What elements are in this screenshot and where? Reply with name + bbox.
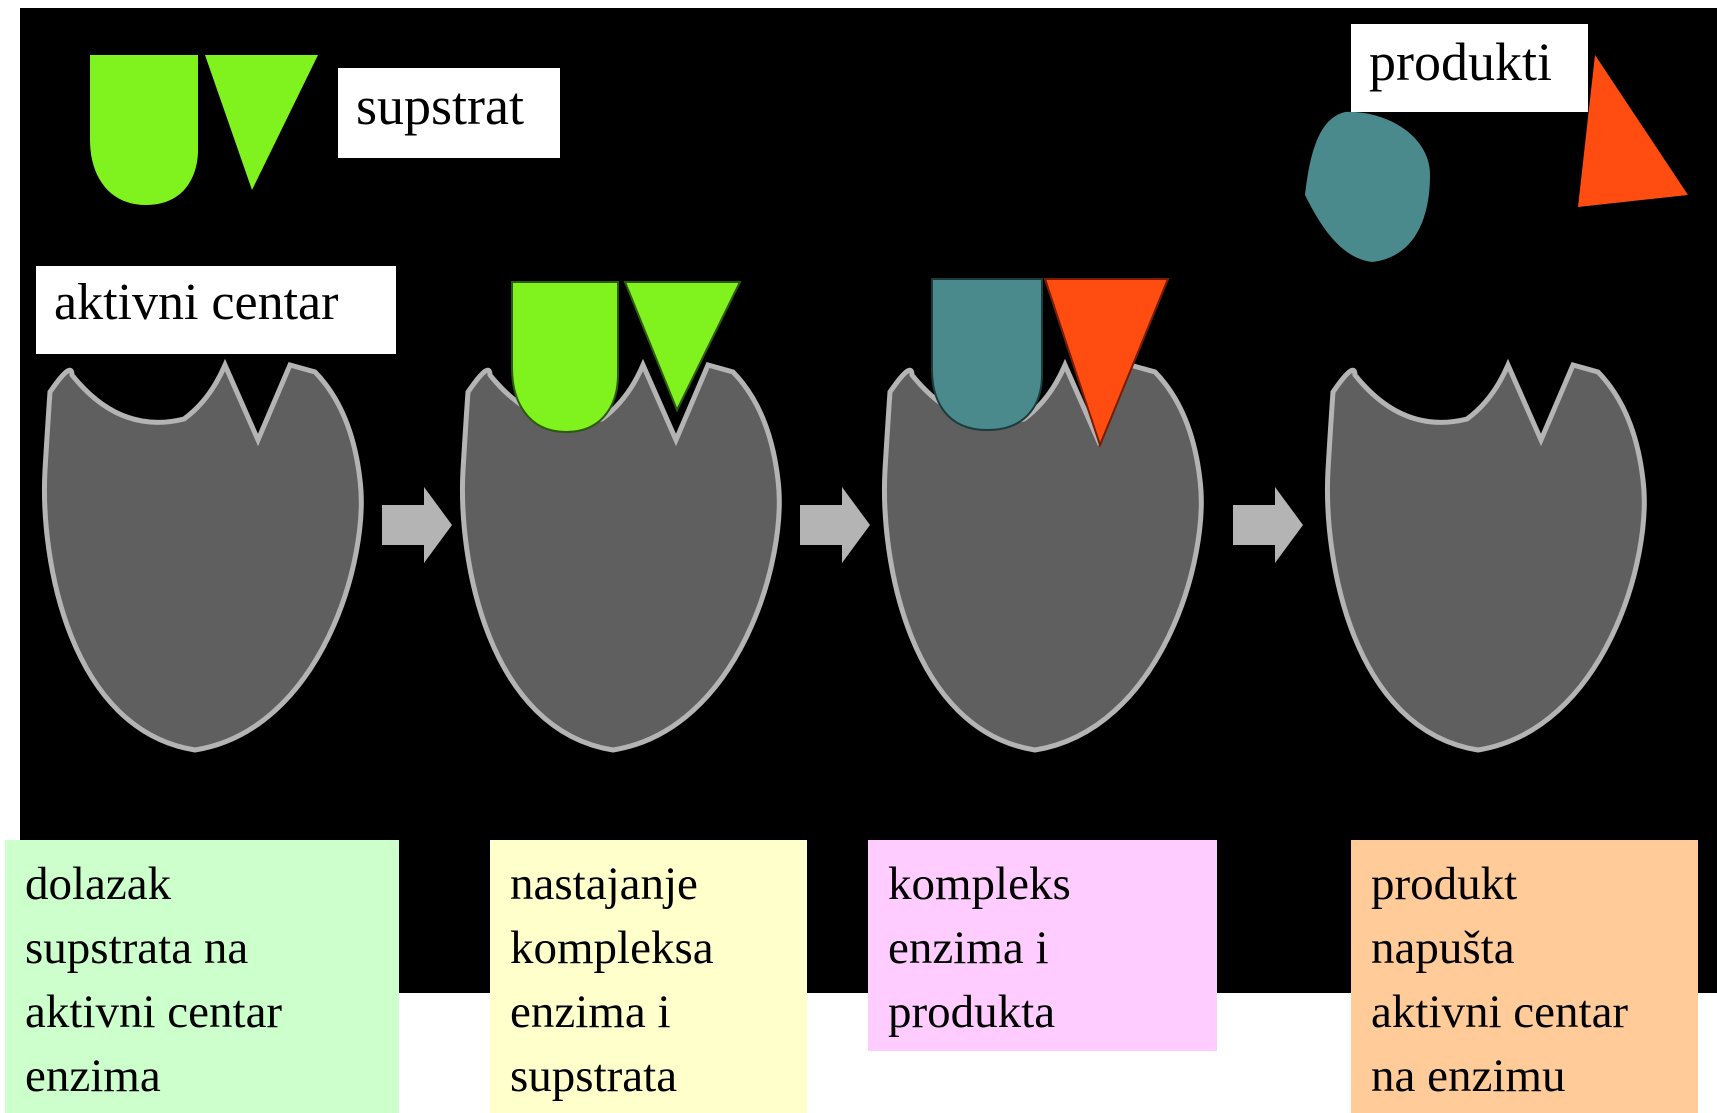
bound-product-teal bbox=[932, 279, 1042, 430]
caption-line: enzima i bbox=[888, 916, 1197, 980]
step-caption-1: dolazak supstrata na aktivni centar enzi… bbox=[5, 840, 399, 1113]
step-caption-4: produkt napušta aktivni centar na enzimu bbox=[1351, 840, 1698, 1113]
substrate-label: supstrat bbox=[338, 68, 560, 158]
caption-line: napušta bbox=[1371, 916, 1678, 980]
products-label: produkti bbox=[1351, 24, 1588, 112]
caption-line: kompleksa bbox=[510, 916, 787, 980]
caption-line: enzima i bbox=[510, 980, 787, 1044]
caption-line: kompleks bbox=[888, 852, 1197, 916]
caption-line: dolazak bbox=[25, 852, 379, 916]
caption-line: supstrata na bbox=[25, 916, 379, 980]
caption-line: nastajanje bbox=[510, 852, 787, 916]
caption-line: supstrata bbox=[510, 1044, 787, 1108]
caption-line: aktivni centar bbox=[1371, 980, 1678, 1044]
active-site-label: aktivni centar bbox=[36, 266, 396, 354]
caption-line: enzima bbox=[25, 1044, 379, 1108]
substrate-half-round bbox=[90, 55, 198, 205]
caption-line: na enzimu bbox=[1371, 1044, 1678, 1108]
step-caption-2: nastajanje kompleksa enzima i supstrata bbox=[490, 840, 807, 1113]
caption-line: produkt bbox=[1371, 852, 1678, 916]
caption-line: aktivni centar bbox=[25, 980, 379, 1044]
caption-line: produkta bbox=[888, 980, 1197, 1044]
bound-substrate-half-round bbox=[512, 282, 618, 432]
step-caption-3: kompleks enzima i produkta bbox=[868, 840, 1217, 1051]
